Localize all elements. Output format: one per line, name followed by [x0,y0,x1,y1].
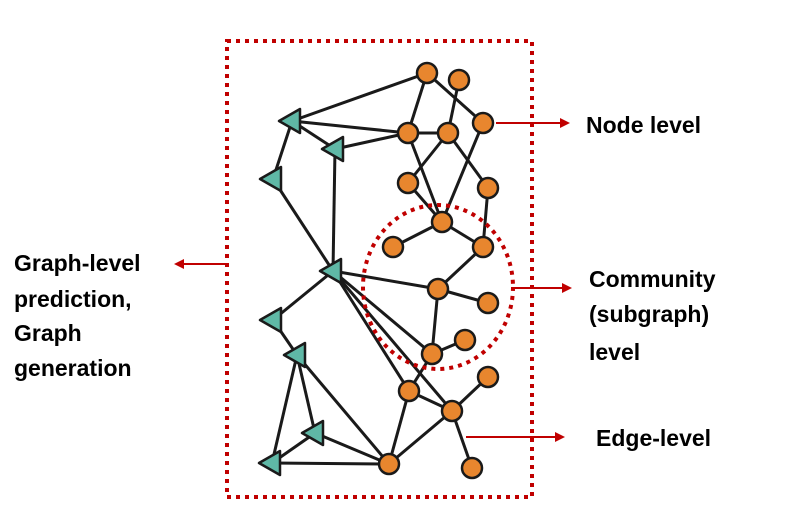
graph-level-label-line3: Graph [14,320,82,346]
node-circle-O1 [415,61,439,85]
edge-T2-O3 [334,131,409,151]
edge-T1-O1 [291,71,428,123]
node-circle-O6 [396,171,420,195]
node-level-label: Node level [586,112,702,138]
node-circle-O4 [436,121,460,145]
edge-level-label: Edge-level [596,425,712,451]
node-circle-O19 [460,456,484,480]
edge-T4-O16 [331,270,411,392]
node-circle-O10 [471,235,495,259]
annotations-layer [174,39,572,499]
node-circle-O5 [471,111,495,135]
node-circle-O12 [476,291,500,315]
node-circle-O13 [453,328,477,352]
node-circle-O14 [420,342,444,366]
graph-level-label-line4: generation [14,355,132,381]
community-level-label-line1: Community [589,266,716,292]
edge-T7-O18 [314,431,390,466]
node-circle-O7 [476,176,500,200]
node-circle-O3 [396,121,420,145]
edge-O17-O18 [388,409,453,466]
edge-O3-O8 [406,132,444,223]
node-circle-O16 [397,379,421,403]
community-level-label-line2: (subgraph) [589,301,710,327]
edge-T8-O18 [271,461,390,466]
edge-T4-O14 [332,269,433,356]
edge-T2-T4 [331,148,337,272]
edge-T4-T5 [272,269,334,322]
community-circle [361,203,515,371]
edge-T6-T8 [270,354,299,464]
edge-O16-O18 [387,390,411,465]
edge-T3-T4 [271,178,335,272]
node-circle-O17 [440,399,464,423]
community-level-label-line3: level [589,339,641,365]
node-triangle-T5 [258,306,283,334]
node-triangle-T7 [300,419,325,447]
node-circle-O9 [381,235,405,259]
node-circle-O2 [447,68,471,92]
node-circle-O18 [377,452,401,476]
node-triangle-T2 [320,135,345,163]
edge-O11-T4 [332,269,439,291]
nodes-layer [257,61,500,480]
graph-frame [225,39,534,499]
node-triangle-T4 [318,257,343,285]
node-triangle-T3 [258,165,283,193]
node-circle-O8 [430,210,454,234]
edge-T6-O18 [295,354,391,465]
graph-level-label-line2: prediction, [14,286,132,312]
edge-T1-O3 [291,119,409,135]
graph-level-label-line1: Graph-level [14,250,141,276]
edge-T6-T7 [295,354,317,434]
node-triangle-T1 [277,107,302,135]
node-circle-O11 [426,277,450,301]
node-circle-O15 [476,365,500,389]
node-triangle-T8 [257,449,282,477]
node-triangle-T6 [282,341,307,369]
edge-T4-O17 [331,270,454,412]
